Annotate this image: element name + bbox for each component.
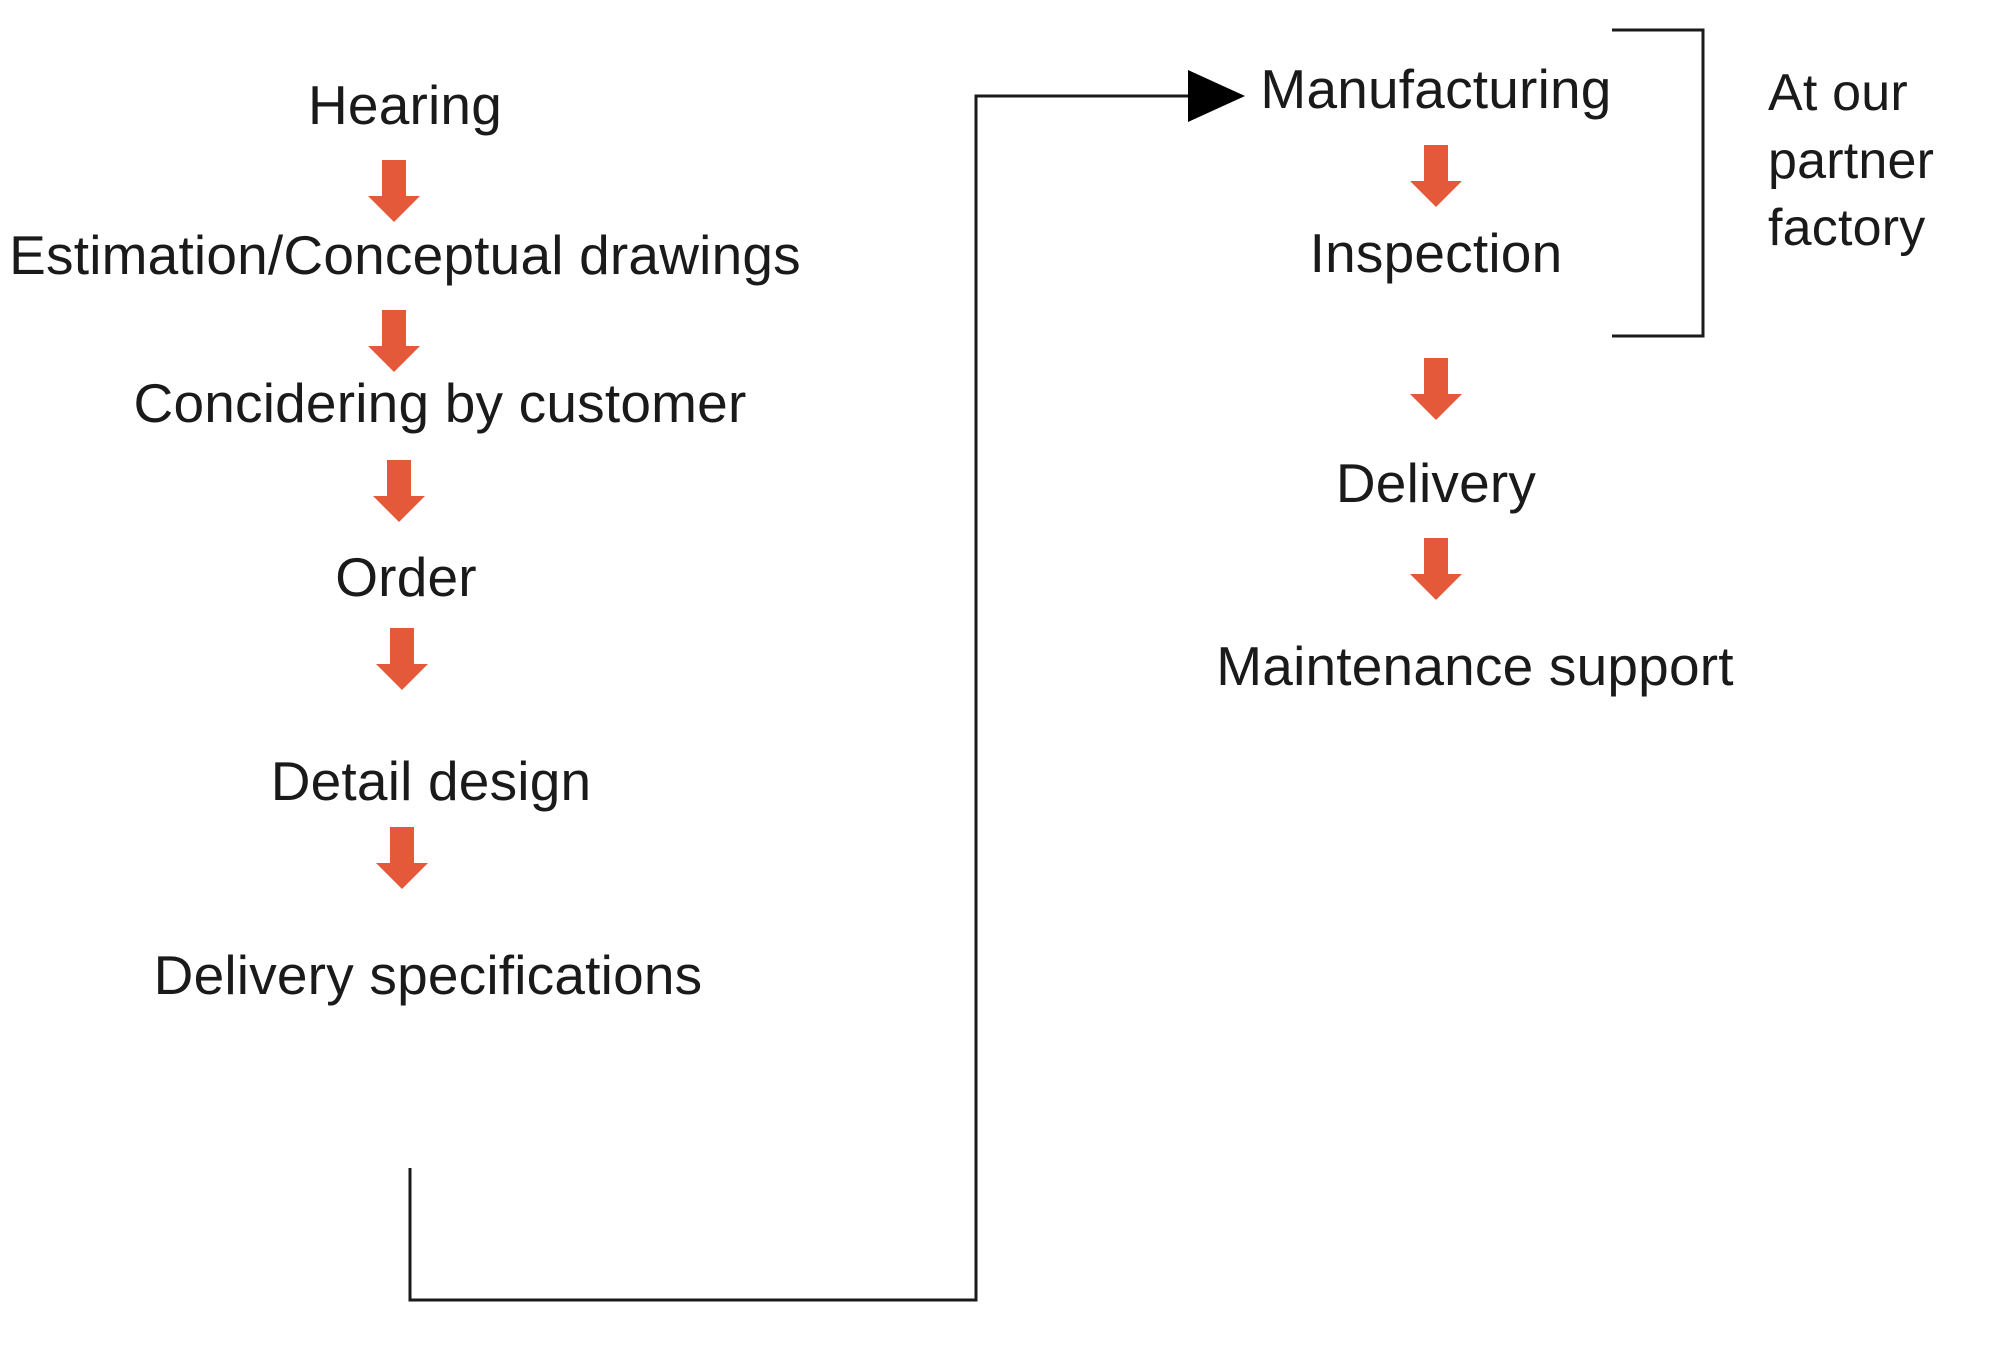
down-arrow-icon-1 bbox=[364, 160, 424, 222]
node-concidering: Concidering by customer bbox=[133, 372, 747, 435]
node-estimation: Estimation/Conceptual drawings bbox=[9, 224, 801, 287]
node-order-label: Order bbox=[335, 546, 477, 609]
annotation-line-3: factory bbox=[1768, 199, 1926, 258]
node-manufacturing-label: Manufacturing bbox=[1260, 58, 1612, 121]
node-maintenance-support: Maintenance support bbox=[1216, 635, 1734, 698]
down-arrow-icon-4 bbox=[372, 628, 432, 690]
node-delivery-specifications-label: Delivery specifications bbox=[153, 944, 703, 1007]
annotation-line-1: At our bbox=[1768, 64, 1908, 122]
down-arrow-icon-6 bbox=[1406, 145, 1466, 207]
node-delivery-specifications: Delivery specifications bbox=[153, 944, 703, 1007]
node-hearing-label: Hearing bbox=[307, 74, 503, 137]
node-delivery: Delivery bbox=[1335, 452, 1537, 515]
annotation-line-2: partner bbox=[1768, 131, 1935, 190]
node-hearing: Hearing bbox=[307, 74, 503, 137]
node-detail-design-label: Detail design bbox=[270, 750, 592, 813]
down-arrow-icon-5 bbox=[372, 827, 432, 889]
node-manufacturing: Manufacturing bbox=[1260, 58, 1612, 121]
down-arrow-icon-7 bbox=[1406, 358, 1466, 420]
node-detail-design: Detail design bbox=[270, 750, 592, 813]
node-estimation-label: Estimation/Conceptual drawings bbox=[9, 224, 801, 287]
down-arrow-icon-2 bbox=[364, 310, 424, 372]
right-arrowhead-icon bbox=[1188, 70, 1245, 122]
node-order: Order bbox=[335, 546, 477, 609]
annotation-at-our-partner-factory: At our partner factory bbox=[1768, 60, 1988, 263]
down-arrow-icon-3 bbox=[369, 460, 429, 522]
bracket-icon-partner-factory bbox=[1600, 20, 1720, 350]
node-concidering-label: Concidering by customer bbox=[133, 372, 747, 435]
node-inspection: Inspection bbox=[1309, 222, 1563, 285]
node-delivery-label: Delivery bbox=[1335, 452, 1537, 515]
down-arrow-icon-8 bbox=[1406, 538, 1466, 600]
node-maintenance-support-label: Maintenance support bbox=[1216, 635, 1734, 698]
node-inspection-label: Inspection bbox=[1309, 222, 1563, 285]
